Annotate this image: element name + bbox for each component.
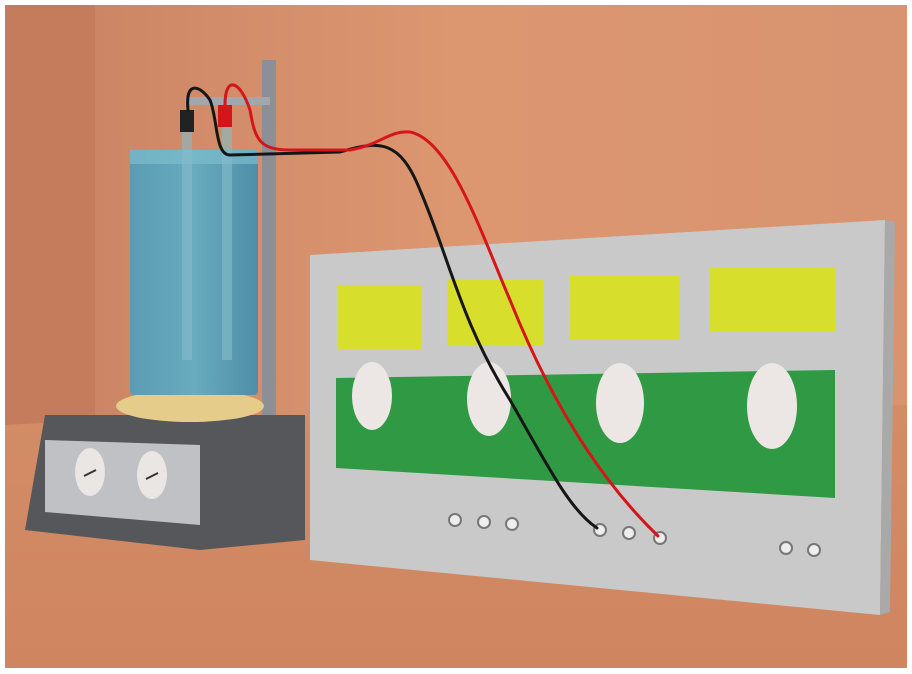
hot-plate <box>116 390 264 422</box>
stand <box>185 60 276 420</box>
power-supply <box>310 220 895 615</box>
knob-2[interactable] <box>467 362 511 436</box>
stand-clamp <box>185 97 270 105</box>
knob-3[interactable] <box>596 363 644 443</box>
wires <box>186 83 660 538</box>
socket[interactable] <box>622 526 636 540</box>
red-clip <box>218 105 232 127</box>
red-wire <box>223 83 660 538</box>
side-wall <box>5 5 95 425</box>
electrode <box>182 120 192 360</box>
stirrer-front-panel <box>45 440 200 525</box>
black-wire <box>186 86 599 530</box>
socket[interactable] <box>448 513 462 527</box>
knob-4[interactable] <box>747 363 797 449</box>
display-2 <box>447 280 543 345</box>
magnetic-stirrer <box>25 390 305 550</box>
socket[interactable] <box>779 541 793 555</box>
control-band <box>336 370 835 498</box>
beaker <box>130 105 258 395</box>
electrode <box>222 120 232 360</box>
display-4 <box>710 268 835 331</box>
black-clip <box>180 110 194 132</box>
stand-rod <box>262 60 276 420</box>
beaker-liquid <box>130 150 258 395</box>
display-1 <box>338 285 422 350</box>
socket[interactable] <box>477 515 491 529</box>
display-3 <box>570 275 680 340</box>
knob-1[interactable] <box>352 362 392 430</box>
socket[interactable] <box>807 543 821 557</box>
socket[interactable] <box>505 517 519 531</box>
